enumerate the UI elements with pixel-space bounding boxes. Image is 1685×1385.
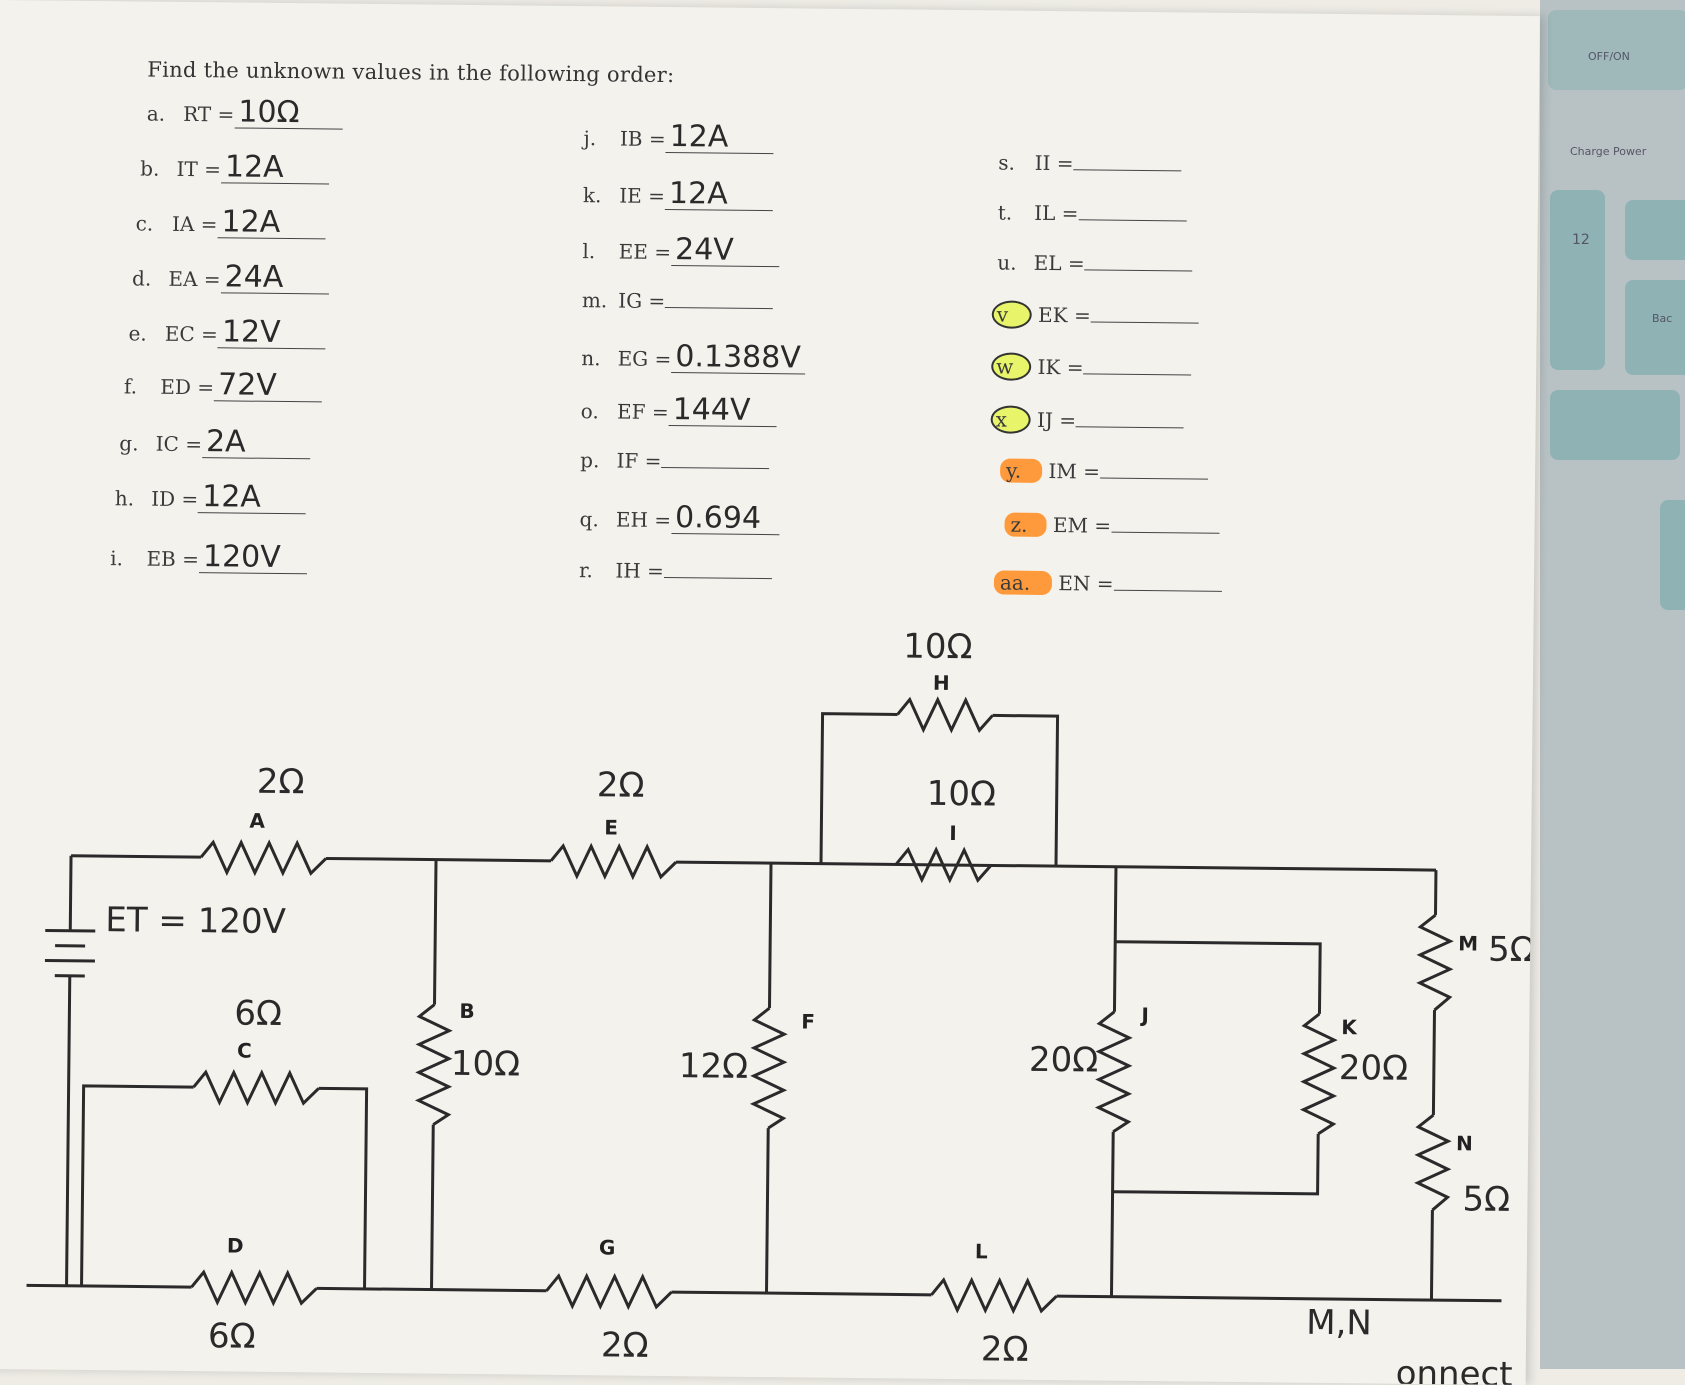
delete-key (1625, 200, 1685, 260)
resistor-b-symbol (418, 1004, 449, 1124)
enter-key (1660, 500, 1685, 610)
value-l: 2Ω (981, 1329, 1029, 1369)
laptop-keyboard-edge: OFF/ON Charge Power 12 Bac (1540, 0, 1685, 1369)
resistor-n-symbol (1417, 1115, 1448, 1210)
power-key-label: OFF/ON (1588, 50, 1630, 63)
wire-mn-mid (1433, 1010, 1434, 1115)
value-k: 20Ω (1339, 1048, 1409, 1089)
f12-key (1550, 190, 1605, 370)
source-label: ET = 120V (105, 900, 286, 942)
wire-bottom-end (1056, 1296, 1501, 1301)
backspace-key (1625, 280, 1685, 375)
wire-c-right (317, 1088, 367, 1288)
wire-k-bottom (1113, 1132, 1319, 1194)
resistor-m-symbol (1420, 915, 1451, 1010)
wire-mn-bottom (1431, 1210, 1432, 1300)
battery-symbol (45, 931, 95, 977)
wire-battery-left (70, 856, 71, 931)
wire-bottom-left (27, 1285, 192, 1287)
node-label-m: M (1458, 931, 1478, 955)
node-label-n: N (1456, 1131, 1473, 1155)
value-i: 10Ω (927, 774, 997, 815)
resistor-c-symbol (193, 1072, 318, 1103)
wire-bottom-right (672, 1292, 932, 1295)
wire-b-bottom (432, 1125, 434, 1290)
node-label-l: L (975, 1239, 988, 1263)
wire-j-bottom (1111, 1132, 1113, 1297)
note-mn: M,N (1306, 1303, 1372, 1344)
wire-c-box (82, 1086, 194, 1287)
resistor-k-symbol (1303, 1014, 1334, 1134)
node-label-d: D (227, 1233, 244, 1257)
wire-j-top (1114, 867, 1116, 1012)
value-h: 10Ω (903, 626, 973, 667)
worksheet-paper: Find the unknown values in the following… (0, 0, 1540, 1385)
resistor-d-symbol (191, 1272, 316, 1303)
wire-top-left (71, 856, 201, 857)
node-label-j: J (1139, 1003, 1149, 1027)
node-label-e: E (604, 815, 618, 839)
circuit-diagram: A 2Ω B 10Ω C 6Ω D 6Ω E 2Ω F 12Ω G 2Ω H 1… (0, 0, 1540, 1385)
value-d: 6Ω (208, 1316, 256, 1356)
value-n: 5Ω (1462, 1179, 1510, 1219)
backspace-key-label: Bac (1652, 312, 1672, 325)
wire-f-top (769, 863, 771, 1008)
value-g: 2Ω (601, 1325, 649, 1365)
f12-key-label: 12 (1572, 232, 1590, 248)
node-label-i: I (949, 821, 957, 845)
resistor-e-symbol (551, 846, 676, 877)
value-e: 2Ω (597, 765, 645, 805)
wire-b-top (435, 860, 437, 1005)
corner-text: onnect (1395, 1354, 1512, 1385)
node-label-b: B (459, 999, 475, 1023)
value-m: 5Ω (1488, 930, 1536, 970)
resistor-l-symbol (931, 1280, 1056, 1311)
wire-battery-bottom (67, 976, 70, 1286)
node-label-f: F (801, 1009, 815, 1033)
resistor-j-symbol (1098, 1012, 1129, 1132)
value-f: 12Ω (679, 1046, 749, 1087)
wire-f-bottom (767, 1128, 769, 1293)
resistor-h-symbol (897, 699, 992, 730)
resistor-a-symbol (201, 842, 326, 873)
resistor-g-symbol (546, 1276, 671, 1307)
node-label-g: G (599, 1235, 616, 1259)
node-label-c: C (237, 1039, 252, 1063)
value-b: 10Ω (451, 1044, 521, 1085)
value-j: 20Ω (1029, 1040, 1099, 1081)
wire-h-loop (821, 714, 898, 865)
resistor-f-symbol (753, 1008, 784, 1128)
node-label-h: H (933, 671, 950, 695)
charge-power-label: Charge Power (1570, 145, 1646, 158)
value-a: 2Ω (257, 762, 305, 802)
node-label-k: K (1341, 1015, 1358, 1039)
wire-h-right (991, 715, 1058, 866)
wire-top-mid (326, 858, 551, 860)
bracket-key (1550, 390, 1680, 460)
node-label-a: A (249, 809, 265, 833)
value-c: 6Ω (234, 994, 282, 1034)
